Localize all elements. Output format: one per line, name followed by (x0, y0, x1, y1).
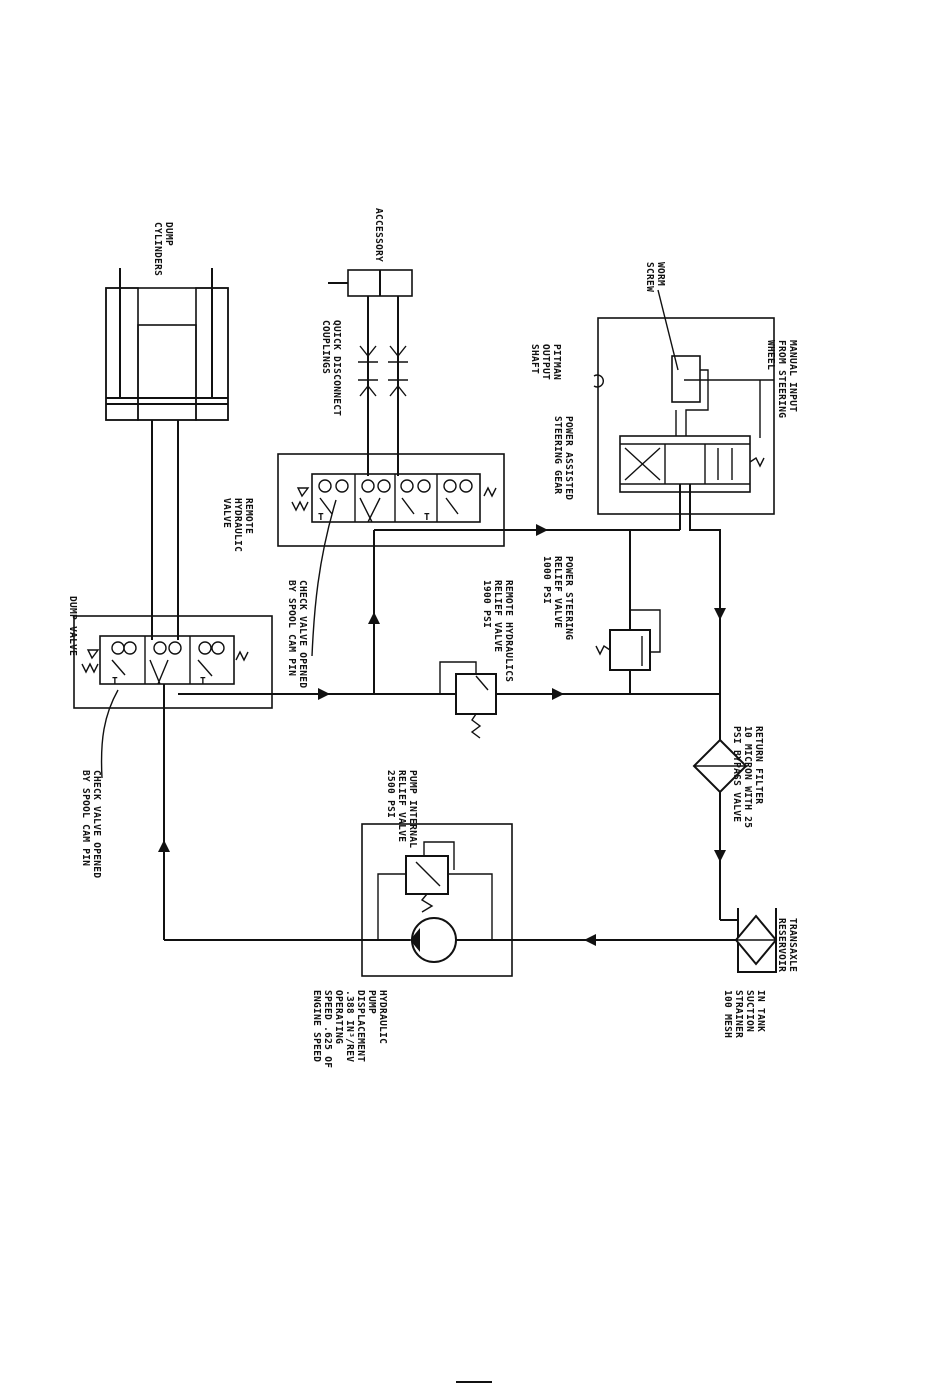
dump-cylinders-label: DUMP CYLINDERS (152, 222, 174, 276)
quick-disconnect-label: QUICK DISCONNECT COUPLINGS (320, 320, 342, 422)
quick-disconnect-couplings (358, 345, 408, 397)
power-steering-relief-label: POWER STEERING RELIEF VALVE 1000 PSI (541, 556, 574, 646)
remote-hydraulic-valve: T T (277, 453, 505, 547)
dump-valve: T T (73, 615, 273, 709)
accessory-label: ACCESSORY (373, 208, 384, 262)
return-filter-label: RETURN FILTER 10 MICRON WITH 25 PSI BYPA… (731, 726, 764, 834)
remote-relief-valve (439, 661, 497, 739)
worm-screw-label: WORM SCREW (644, 262, 666, 292)
dump-cylinders (105, 268, 229, 421)
dump-valve-label: DUMP VALVE (67, 596, 78, 656)
in-tank-strainer-label: IN TANK SUCTION STRAINER 100 MESH (722, 990, 766, 1044)
tank-port-mark: T (112, 676, 118, 687)
remote-relief-label: REMOTE HYDRAULICS RELIEF VALVE 1900 PSI (481, 580, 514, 688)
return-filter (692, 738, 748, 794)
check-valve-dump-label: CHECK VALVE OPENED BY SPOOL CAM PIN (80, 770, 102, 884)
pump-internal-relief-label: PUMP INTERNAL RELIEF VALVE 2500 PSI (385, 770, 418, 854)
power-steering-relief-valve (595, 609, 661, 671)
tank-port-mark: T (318, 512, 324, 523)
check-valve-remote-label: CHECK VALVE OPENED BY SPOOL CAM PIN (286, 580, 308, 694)
transaxle-reservoir-label: TRANSAXLE RESERVOIR (776, 918, 798, 978)
pitman-label: PITMAN OUTPUT SHAFT (529, 344, 562, 386)
tank-port-mark: T (200, 676, 206, 687)
power-steering-gear (593, 289, 775, 515)
power-assisted-label: POWER ASSISTED STEERING GEAR (552, 416, 574, 506)
hydraulic-pump-label: HYDRAULIC PUMP DISPLACEMENT .388 IN³/REV… (311, 990, 388, 1074)
tank-port-mark: T (424, 512, 430, 523)
accessory-cylinder (328, 269, 413, 297)
hydraulic-pump (361, 823, 513, 977)
remote-hydraulic-valve-label: REMOTE HYDRAULIC VALVE (221, 498, 254, 558)
manual-input-label: MANUAL INPUT FROM STEERING WHEEL (765, 340, 798, 424)
transaxle-reservoir (720, 908, 778, 973)
